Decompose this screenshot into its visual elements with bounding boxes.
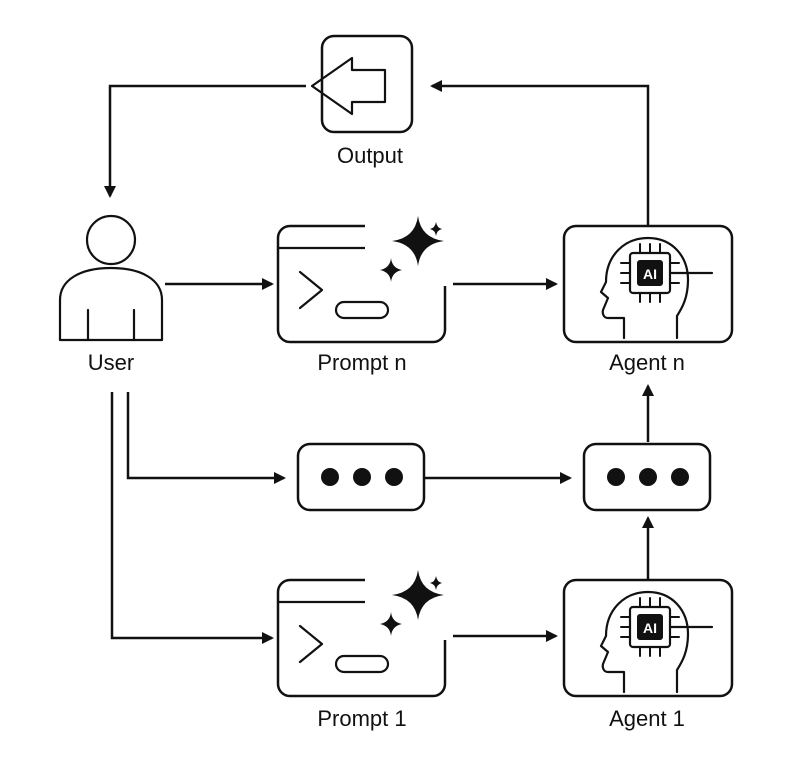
edge-agent-n-to-output: [430, 80, 650, 226]
prompt-1-label: Prompt 1: [317, 706, 406, 731]
edge-user-to-prompt-1: [110, 392, 274, 644]
ai-chip-text: AI: [643, 266, 657, 282]
user-icon: [58, 214, 164, 342]
prompt-n-label: Prompt n: [317, 350, 406, 375]
ellipsis-icon: [321, 468, 403, 486]
edge-user-to-ellipsis: [126, 392, 286, 484]
prompt-terminal-sparkle-icon: [276, 566, 453, 698]
ellipsis-left-node: [296, 442, 426, 512]
prompt-1-node: Prompt 1: [276, 566, 453, 731]
agent-1-label: Agent 1: [609, 706, 685, 731]
ellipsis-right-node: [582, 442, 712, 512]
agent-n-node: AI Agent n: [562, 224, 734, 375]
output-label: Output: [337, 143, 403, 168]
agent-n-label: Agent n: [609, 350, 685, 375]
user-label: User: [88, 350, 134, 375]
sparkle-icon: [392, 216, 444, 266]
ai-chip-text: AI: [643, 620, 657, 636]
ai-agent-head-icon: AI: [599, 590, 714, 694]
output-arrow-icon: [310, 56, 387, 116]
output-node: Output: [310, 34, 414, 168]
edges: [104, 80, 654, 644]
user-node: User: [58, 214, 164, 375]
edge-output-to-user: [104, 84, 306, 198]
ellipsis-icon: [607, 468, 689, 486]
prompt-n-node: Prompt n: [276, 212, 453, 375]
ai-agent-head-icon: AI: [599, 236, 714, 340]
ai-chip: [637, 260, 663, 286]
agent-1-node: AI Agent 1: [562, 578, 734, 731]
ai-chip: [637, 614, 663, 640]
prompt-terminal-sparkle-icon: [276, 212, 453, 344]
sparkle-icon: [392, 570, 444, 620]
